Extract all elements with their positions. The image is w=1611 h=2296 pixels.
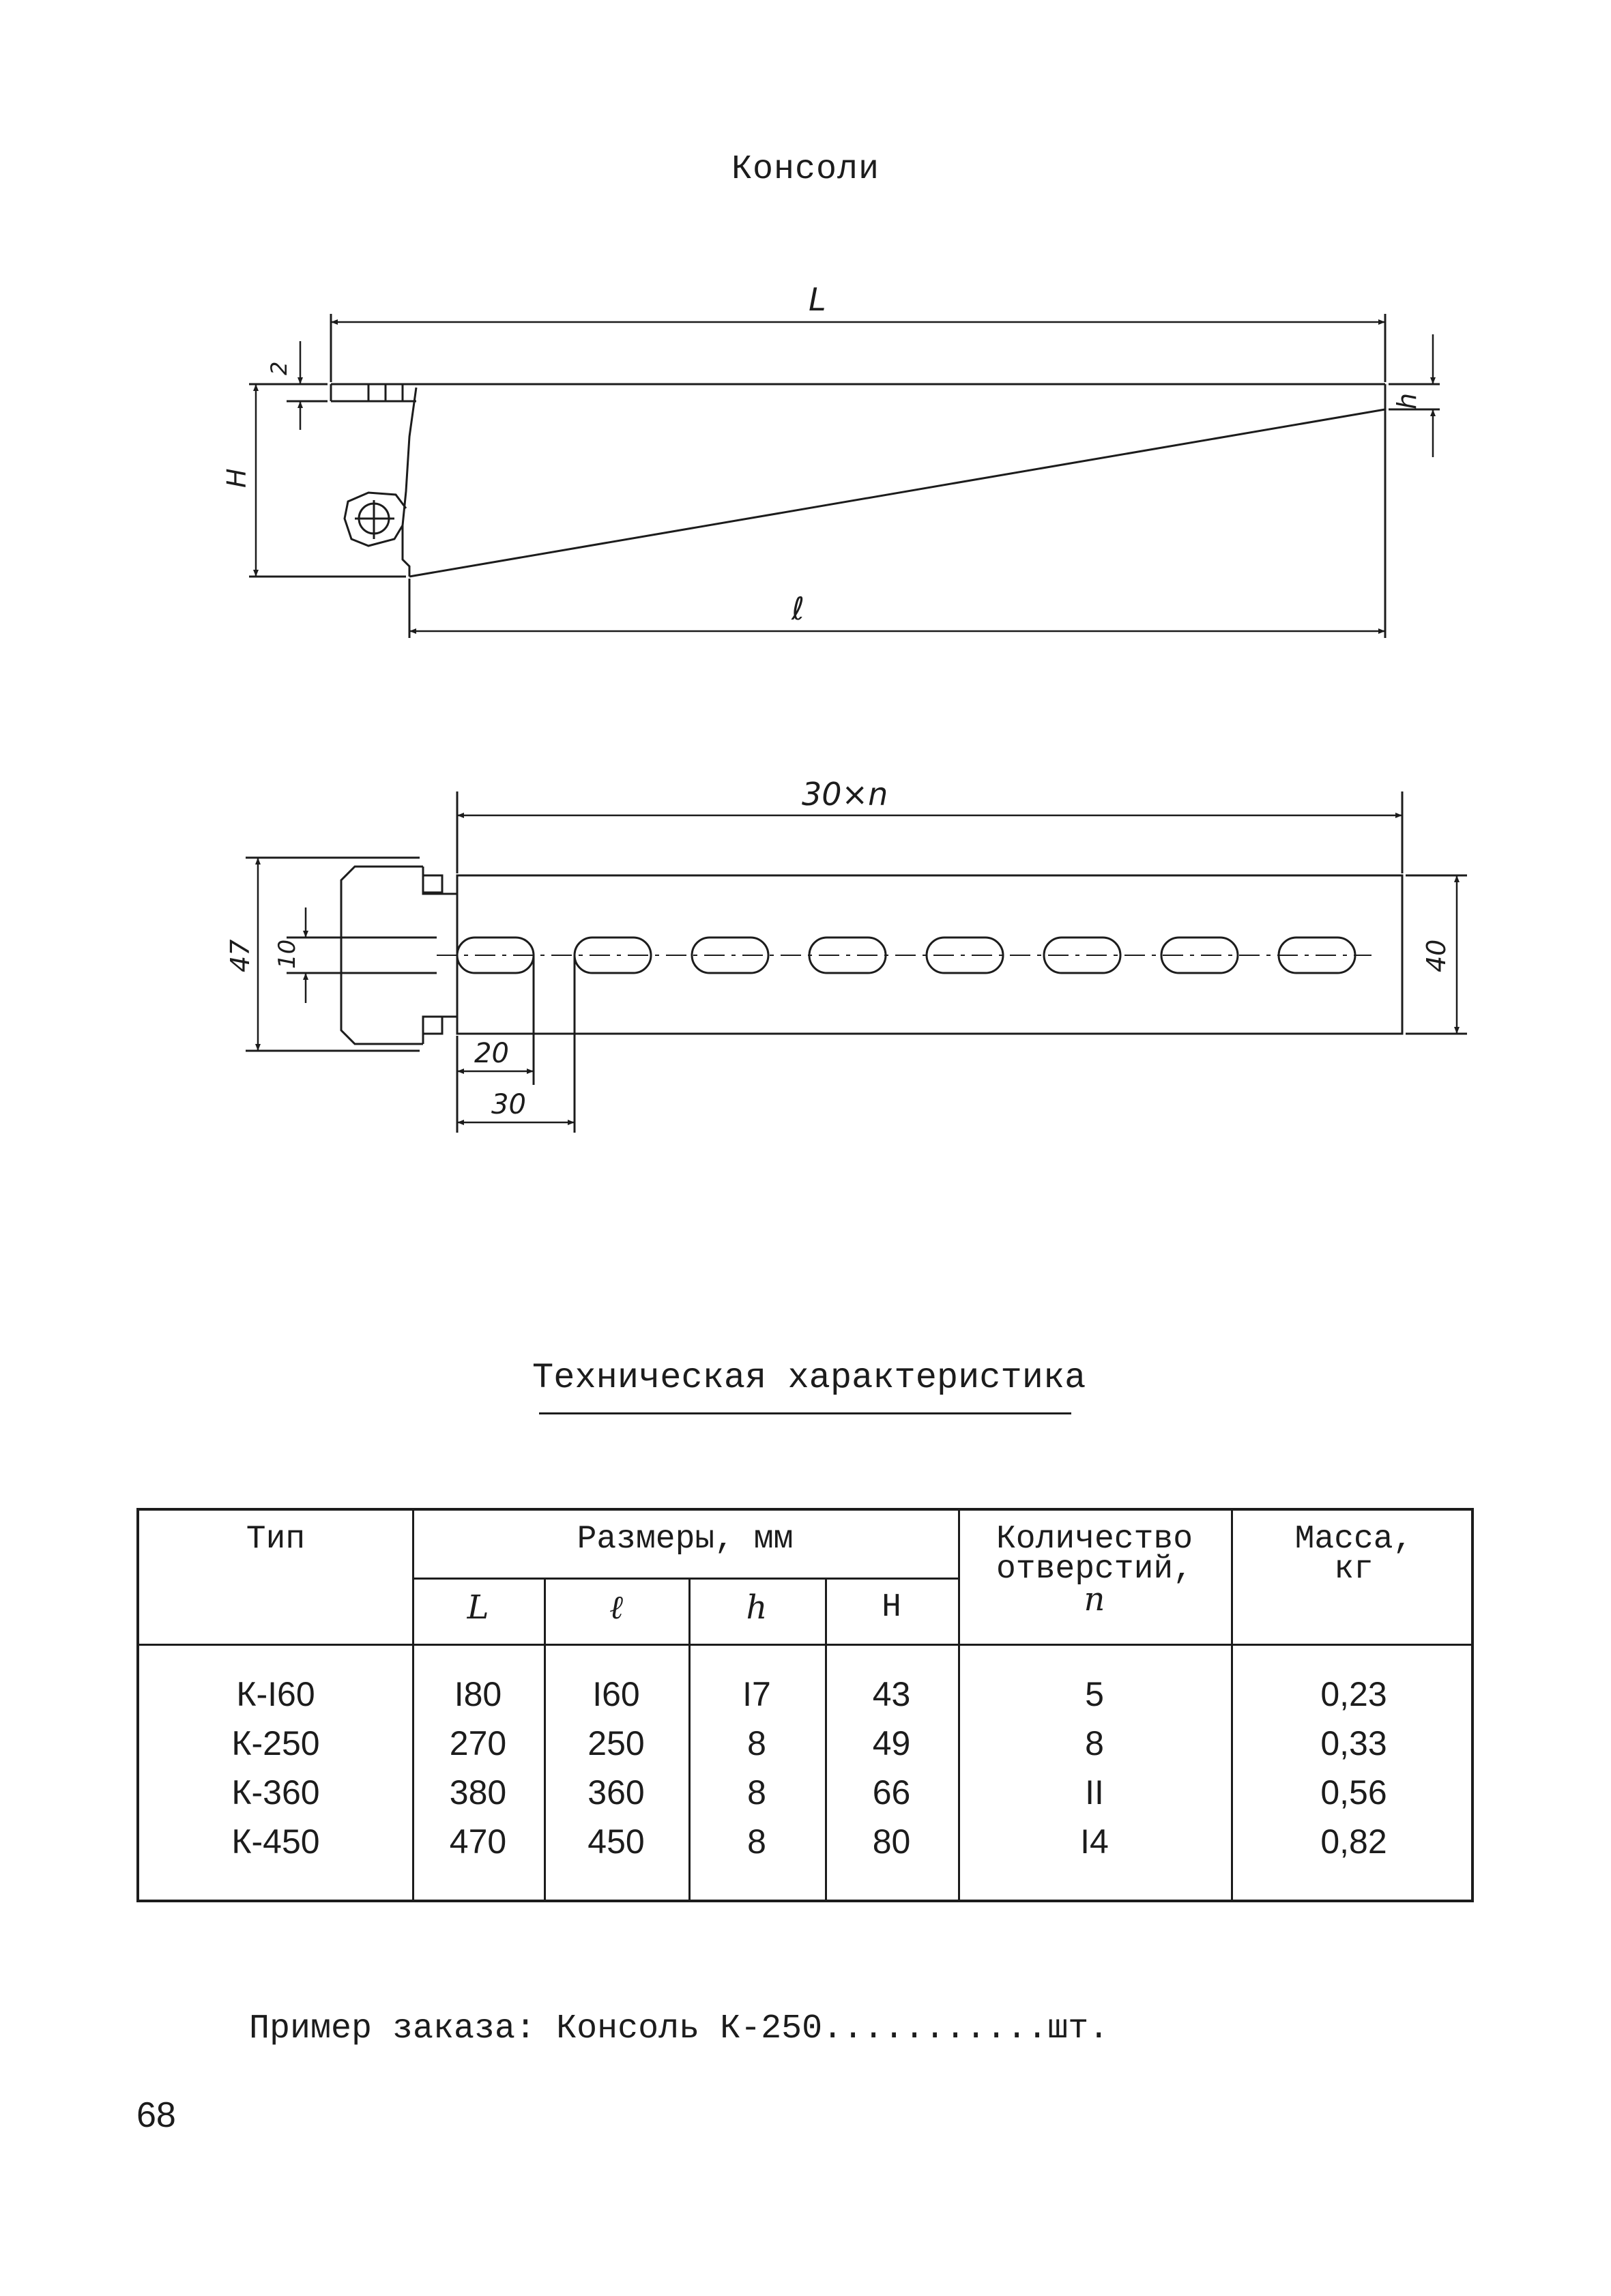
page-number: 68 [136, 2095, 176, 2135]
dim-label-40: 40 [1421, 940, 1451, 972]
cell-h: 8 [747, 1724, 766, 1762]
top-view-dimensions [255, 813, 1460, 1125]
side-view-dimensions [253, 319, 1436, 634]
header-holes-line2: отверстий, [996, 1551, 1193, 1588]
dim-label-10: 10 [274, 940, 301, 969]
cell-L: I80 [454, 1675, 502, 1713]
cell-type: К-I60 [236, 1675, 315, 1713]
col-divider [958, 1511, 960, 1900]
header-mass-line1: Масса, [1294, 1521, 1413, 1558]
col-divider [825, 1579, 827, 1900]
cell-l: 450 [587, 1822, 645, 1861]
cell-l: 360 [587, 1773, 645, 1812]
header-mass-line2: кг [1334, 1551, 1374, 1588]
cell-h: 8 [747, 1822, 766, 1861]
header-H: H [882, 1589, 901, 1626]
header-l: ℓ [609, 1588, 623, 1627]
order-example: Пример заказа: Консоль К-250...........ш… [249, 2009, 1109, 2048]
dim-label-20: 20 [474, 1038, 509, 1069]
page-title: Консоли [731, 150, 880, 189]
dim-label-l: ℓ [791, 590, 804, 627]
cell-mass: 0,33 [1320, 1724, 1387, 1762]
side-view-drawing [249, 314, 1440, 638]
cell-H: 66 [872, 1773, 911, 1812]
cell-H: 49 [872, 1724, 911, 1762]
spec-table: Тип Размеры, мм L ℓ h H Количество отвер… [136, 1508, 1474, 1902]
header-dims: Размеры, мм [577, 1521, 794, 1558]
top-view-drawing [246, 791, 1467, 1133]
tech-heading: Техническая характеристика [532, 1358, 1086, 1398]
cell-mass: 0,23 [1320, 1675, 1387, 1713]
cell-l: 250 [587, 1724, 645, 1762]
dim-label-gap: 2 [266, 362, 292, 375]
cell-type: К-360 [231, 1773, 320, 1812]
dim-label-47: 47 [225, 940, 255, 972]
cell-h: I7 [742, 1675, 771, 1713]
cell-type: К-450 [231, 1822, 320, 1861]
col-divider [1231, 1511, 1233, 1900]
dim-label-H: H [222, 468, 252, 488]
header-divider [412, 1578, 958, 1580]
tech-heading-underline [539, 1412, 1071, 1414]
cell-mass: 0,82 [1320, 1822, 1387, 1861]
header-divider [139, 1644, 1471, 1646]
col-divider [412, 1511, 414, 1900]
header-type: Тип [246, 1521, 306, 1558]
dim-label-h: h [1392, 393, 1422, 409]
dim-label-30: 30 [491, 1089, 526, 1120]
cell-L: 270 [449, 1724, 507, 1762]
cell-H: 43 [872, 1675, 911, 1713]
cell-L: 470 [449, 1822, 507, 1861]
col-divider [544, 1579, 546, 1900]
header-holes-line1: Количество [996, 1521, 1193, 1558]
dim-label-L: L [809, 281, 826, 318]
dim-label-span: 30×n [802, 776, 888, 813]
cell-n: 8 [1085, 1724, 1104, 1762]
cell-type: К-250 [231, 1724, 320, 1762]
cell-mass: 0,56 [1320, 1773, 1387, 1812]
cell-h: 8 [747, 1773, 766, 1812]
header-h: h [746, 1588, 768, 1627]
cell-n: II [1085, 1773, 1104, 1812]
header-L: L [467, 1588, 489, 1627]
cell-H: 80 [872, 1822, 911, 1861]
cell-l: I60 [592, 1675, 640, 1713]
cell-n: I4 [1080, 1822, 1109, 1861]
header-holes-n: n [1084, 1580, 1105, 1618]
col-divider [688, 1579, 691, 1900]
cell-L: 380 [449, 1773, 507, 1812]
cell-n: 5 [1085, 1675, 1104, 1713]
